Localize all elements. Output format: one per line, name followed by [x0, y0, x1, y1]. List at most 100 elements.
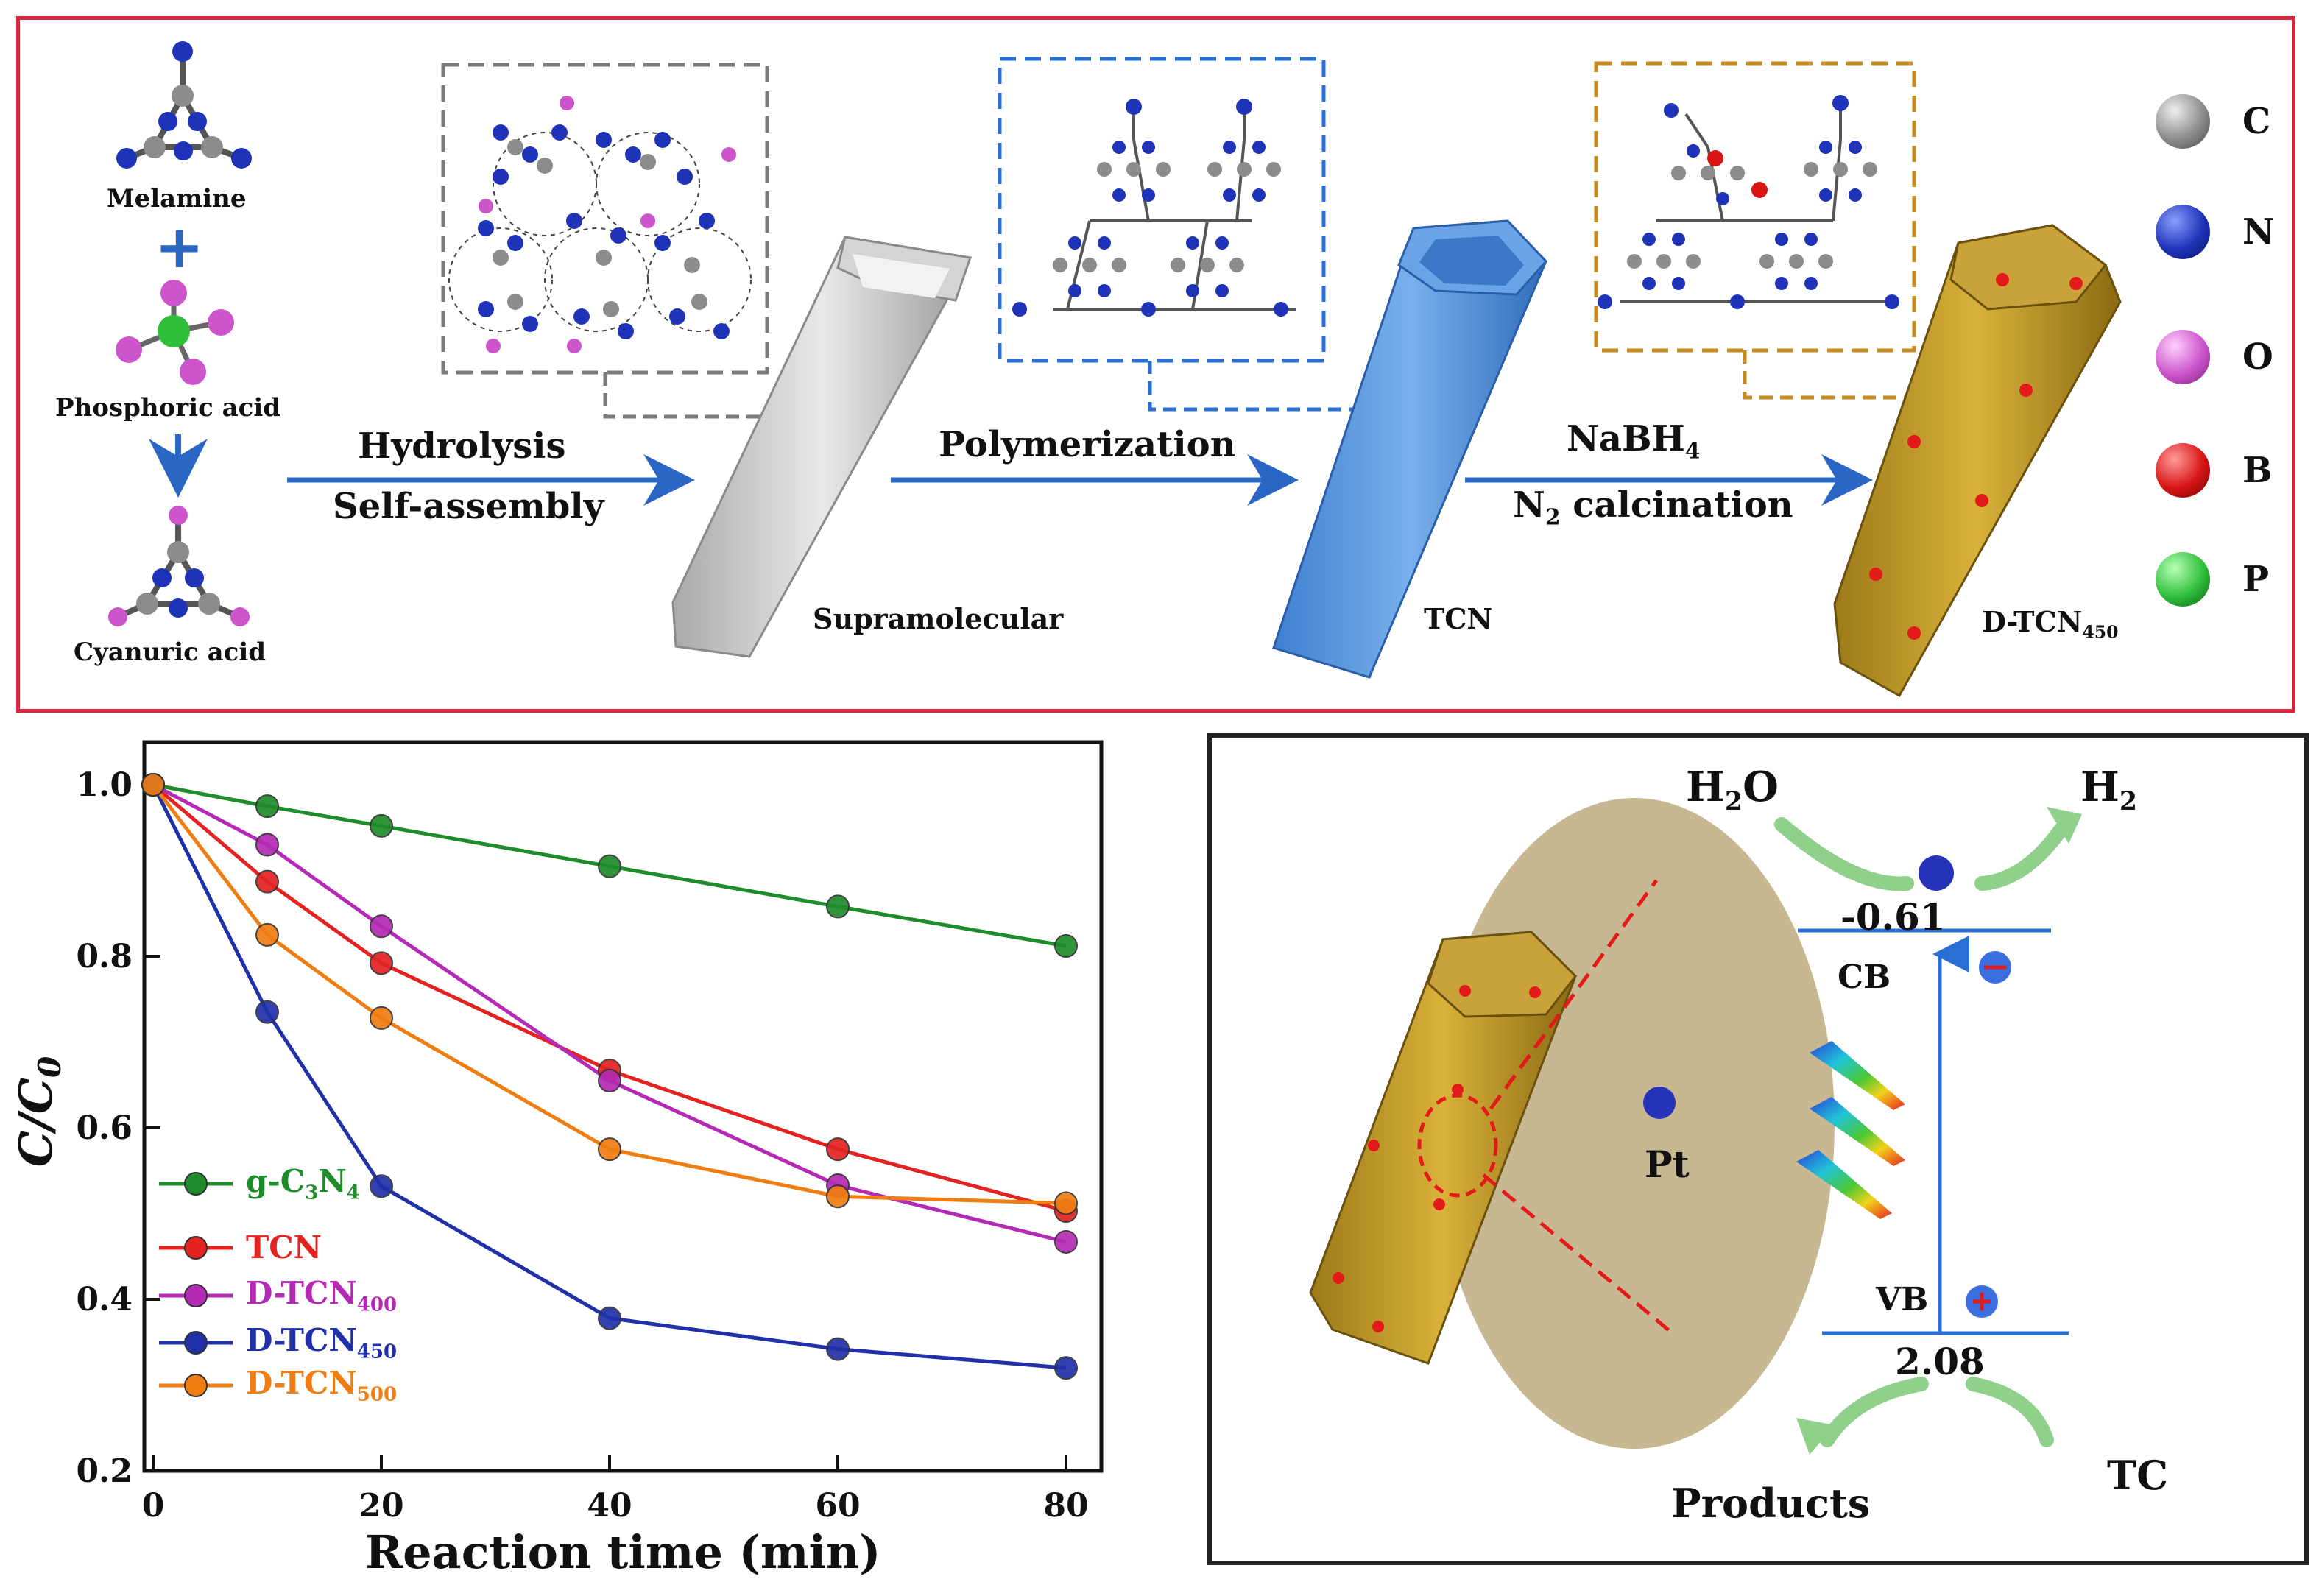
tcn-network-icon	[1012, 99, 1296, 317]
data-point-g-C3N4	[826, 894, 850, 919]
x-tick-label: 80	[1043, 1487, 1088, 1525]
data-point-g-C3N4	[255, 794, 279, 819]
tcn-label: TCN	[1424, 602, 1493, 635]
data-point-D-TCN450	[598, 1306, 621, 1330]
pt-label: Pt	[1645, 1143, 1690, 1186]
data-point-g-C3N4	[598, 854, 621, 878]
y-tick-label: 0.8	[76, 938, 133, 975]
legend-marker-icon	[159, 1373, 233, 1397]
carbon-atom-icon	[2156, 94, 2210, 149]
h2o-arrow	[1774, 817, 1914, 891]
cb-potential: -0.61	[1840, 895, 1946, 939]
data-point-g-C3N4	[370, 813, 393, 838]
legend-item-n: N	[2156, 205, 2275, 259]
dtcn-rod-icon	[1833, 224, 2122, 698]
data-point-D-TCN500	[598, 1137, 621, 1162]
legend-item-p: P	[2156, 552, 2269, 607]
dtcn-network-icon	[1598, 95, 1899, 309]
chart-xlabel: Reaction time (min)	[365, 1525, 881, 1579]
data-point-g-C3N4	[1054, 934, 1078, 958]
data-point-D-TCN400	[1054, 1229, 1078, 1254]
legend-label: D-TCN400	[246, 1275, 398, 1316]
cb-label: CB	[1838, 958, 1891, 996]
pt-particle-icon	[1643, 1087, 1676, 1119]
data-point-D-TCN500	[370, 1006, 393, 1030]
hole-icon	[1966, 1285, 1998, 1318]
h2-arrow	[1974, 822, 2069, 891]
y-tick-label: 0.2	[76, 1452, 133, 1490]
legend-marker-icon	[159, 1235, 233, 1260]
data-point-D-TCN400	[598, 1068, 621, 1092]
legend-entry-D-TCN450: D-TCN450	[156, 1322, 397, 1363]
legend-label: D-TCN500	[246, 1365, 398, 1406]
data-point-D-TCN400	[255, 833, 279, 857]
legend-item-c: C	[2156, 94, 2270, 149]
vb-label: VB	[1876, 1281, 1929, 1318]
phosphorus-atom-icon	[2156, 552, 2210, 607]
chart-series-points	[141, 773, 1078, 1380]
melamine-label: Melamine	[107, 184, 247, 213]
phosphoric-acid-label: Phosphoric acid	[55, 393, 281, 423]
tc-arrow	[1966, 1377, 2054, 1447]
products-label: Products	[1671, 1480, 1871, 1527]
vb-potential: 2.08	[1895, 1340, 1985, 1383]
nitrogen-atom-icon	[2156, 205, 2210, 259]
data-point-TCN	[826, 1137, 850, 1162]
series-line-D-TCN400	[152, 783, 1067, 1244]
chart-plot-frame	[142, 740, 1104, 1473]
boron-atom-icon	[2156, 443, 2210, 498]
series-line-D-TCN450	[151, 783, 1067, 1370]
legend-item-b: B	[2156, 443, 2273, 498]
legend-marker-icon	[159, 1171, 233, 1196]
legend-entry-g-C3N4: g-C3N4	[156, 1163, 360, 1204]
synthesis-scheme-graphics	[108, 41, 2122, 698]
reaction-arrows	[1774, 817, 2069, 1447]
legend-label: g-C3N4	[246, 1163, 360, 1204]
legend-entry-D-TCN400: D-TCN400	[156, 1275, 397, 1316]
cyanuric-acid-label: Cyanuric acid	[74, 638, 267, 667]
dtcn450-label: D-TCN450	[1982, 605, 2119, 643]
dtcn-rod-mechanism-icon	[1309, 931, 1577, 1365]
legend-label: D-TCN450	[246, 1322, 398, 1363]
y-tick-label: 0.4	[76, 1281, 133, 1318]
data-point-TCN	[255, 869, 279, 894]
series-line-D-TCN500	[152, 783, 1067, 1206]
h2o-label: H2O	[1686, 763, 1779, 817]
h2-label: H2	[2080, 763, 2138, 817]
tcn-inset-box	[998, 57, 1326, 363]
data-point-D-TCN450	[370, 1174, 393, 1198]
polymerization-label: Polymerization	[939, 424, 1236, 465]
supramolecular-label: Supramolecular	[813, 602, 1064, 635]
plus-sign: +	[155, 213, 205, 281]
legend-entry-TCN: TCN	[156, 1229, 322, 1265]
supramolecular-rod-icon	[671, 236, 973, 658]
data-point-D-TCN500	[826, 1184, 850, 1209]
legend-marker-icon	[159, 1283, 233, 1307]
mechanism-panel	[1207, 733, 2309, 1565]
data-point-D-TCN500	[1054, 1191, 1078, 1215]
data-point-D-TCN400	[370, 914, 393, 939]
y-tick-label: 0.6	[76, 1109, 133, 1147]
light-icon	[1796, 1041, 1905, 1219]
tc-label: TC	[2107, 1452, 2169, 1499]
data-point-TCN	[370, 951, 393, 975]
cyanuric-acid-molecule-icon	[108, 506, 250, 626]
products-arrow	[1820, 1377, 1929, 1447]
zoom-circle	[1417, 1093, 1498, 1198]
cb-electron-icon	[1919, 855, 1954, 891]
data-point-D-TCN500	[255, 922, 279, 947]
legend-marker-icon	[159, 1330, 233, 1355]
y-tick-label: 1.0	[76, 766, 133, 804]
tcn-rod-icon	[1272, 219, 1548, 679]
nabh4-label: NaBH4	[1567, 418, 1701, 465]
data-point-D-TCN500	[141, 773, 165, 797]
dtcn-inset-box	[1594, 61, 1916, 353]
supramolecular-inset-box	[441, 63, 769, 375]
chart-series-lines	[151, 783, 1067, 1370]
x-tick-label: 40	[587, 1487, 632, 1525]
x-tick-label: 20	[359, 1487, 403, 1525]
n2-calcination-label: N2 calcination	[1513, 484, 1793, 531]
supramolecular-network-icon	[448, 96, 752, 353]
